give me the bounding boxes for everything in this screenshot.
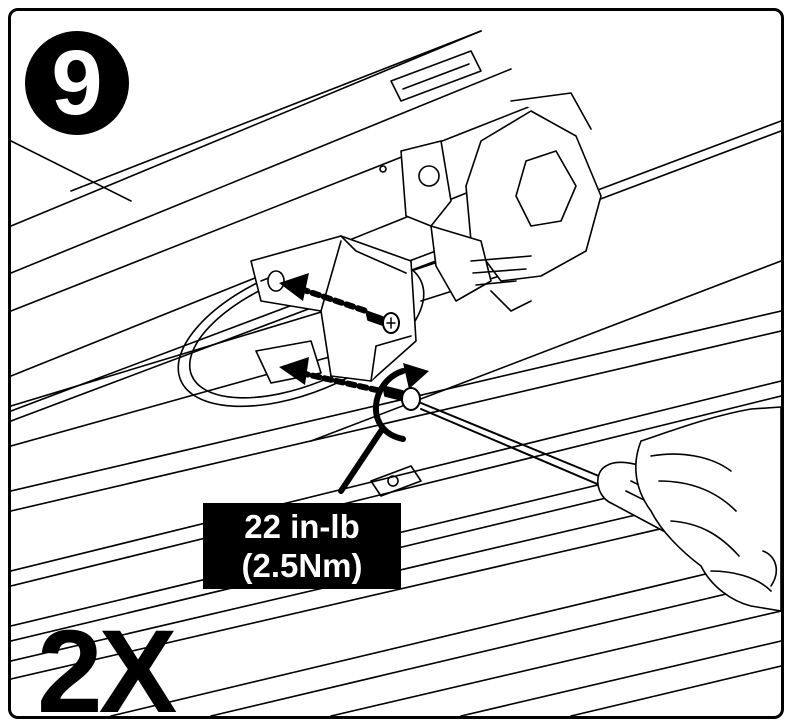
torque-spec-label: 22 in-lb (2.5Nm) xyxy=(203,503,401,589)
clamp-block xyxy=(250,235,417,384)
assembly-illustration xyxy=(11,30,781,716)
hand-illustration xyxy=(635,406,781,612)
rotation-arrow-icon xyxy=(373,363,429,442)
step-number-badge: 9 xyxy=(25,31,129,135)
torque-imperial: 22 in-lb xyxy=(244,508,360,545)
ratchet-mechanism xyxy=(379,92,602,312)
quantity-label: 2X xyxy=(37,606,177,719)
instruction-panel: 9 22 in-lb (2.5Nm) 2X xyxy=(8,8,784,719)
step-number: 9 xyxy=(51,32,103,134)
lower-screw-assembly xyxy=(279,357,421,411)
upper-screw-assembly xyxy=(279,273,400,334)
torque-leader-line xyxy=(338,428,384,494)
torque-metric: (2.5Nm) xyxy=(241,547,363,584)
